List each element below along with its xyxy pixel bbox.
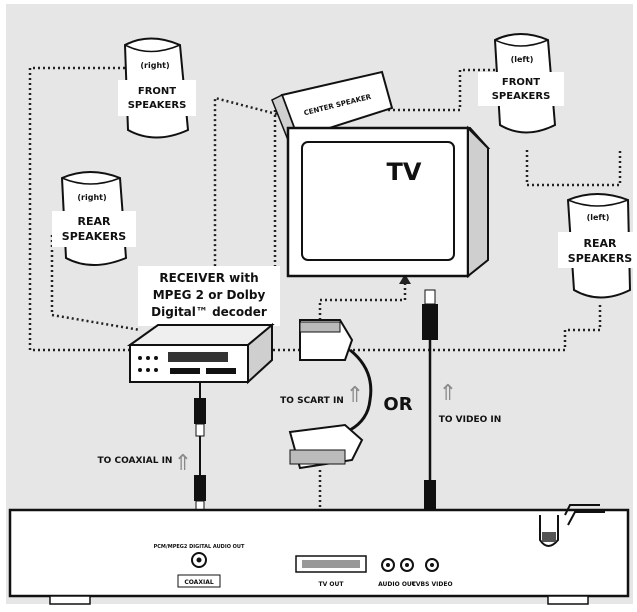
- coaxial-label: COAXIAL: [184, 579, 213, 586]
- rear-right-label-1: REAR: [78, 215, 111, 228]
- front-left-tag: (left): [511, 55, 534, 64]
- to-coaxial-in-label: TO COAXIAL IN: [98, 456, 173, 466]
- receiver-label-3: Digital™ decoder: [151, 305, 267, 319]
- receiver-label-box: [138, 266, 280, 326]
- wire-front-left: [273, 68, 495, 300]
- front-left-label-box: [478, 72, 564, 106]
- or-label: OR: [383, 394, 412, 415]
- scart-arrow-icon: ⇑: [346, 383, 364, 408]
- rear-left-label-box: [558, 232, 634, 268]
- coaxial-arrow-icon: ⇑: [174, 451, 192, 476]
- video-arrow-icon: ⇑: [439, 381, 457, 406]
- tv-label: TV: [387, 158, 422, 186]
- receiver: [126, 322, 275, 385]
- front-left-label-2: SPEAKERS: [492, 91, 551, 102]
- front-right-label-box: [118, 80, 196, 116]
- rear-left-label-2: SPEAKERS: [568, 252, 633, 265]
- wire-rear-left: [270, 305, 602, 352]
- rear-left-label-1: REAR: [584, 237, 617, 250]
- audio-out-label: AUDIO OUT: [378, 581, 417, 588]
- to-scart-in-label: TO SCART IN: [280, 396, 344, 406]
- wire-scart-up: [318, 280, 407, 320]
- tv-input-arrow: [399, 274, 411, 284]
- to-video-in-label: TO VIDEO IN: [439, 415, 502, 425]
- rear-left-tag: (left): [587, 213, 610, 222]
- rear-right-tag: (right): [77, 193, 106, 202]
- front-right-label-1: FRONT: [138, 86, 176, 97]
- front-left-label-1: FRONT: [502, 77, 540, 88]
- coaxial-top-label: PCM/MPEG2 DIGITAL AUDIO OUT: [154, 544, 245, 550]
- tv-out-label: TV OUT: [319, 581, 345, 588]
- rear-right-label-box: [52, 211, 136, 247]
- front-right-tag: (right): [140, 61, 169, 70]
- wire-front-left-drop: [525, 150, 622, 187]
- dvd-player-rear-panel: [8, 504, 630, 605]
- rear-right-label-2: SPEAKERS: [62, 230, 127, 243]
- receiver-label-2: MPEG 2 or Dolby: [153, 288, 266, 302]
- receiver-label-1: RECEIVER with: [159, 271, 258, 285]
- cvbs-video-label: CVBS VIDEO: [411, 581, 452, 588]
- front-right-label-2: SPEAKERS: [128, 100, 187, 111]
- tv: [286, 125, 491, 279]
- wire-front-right: [28, 66, 140, 352]
- scart-cable: [288, 319, 373, 545]
